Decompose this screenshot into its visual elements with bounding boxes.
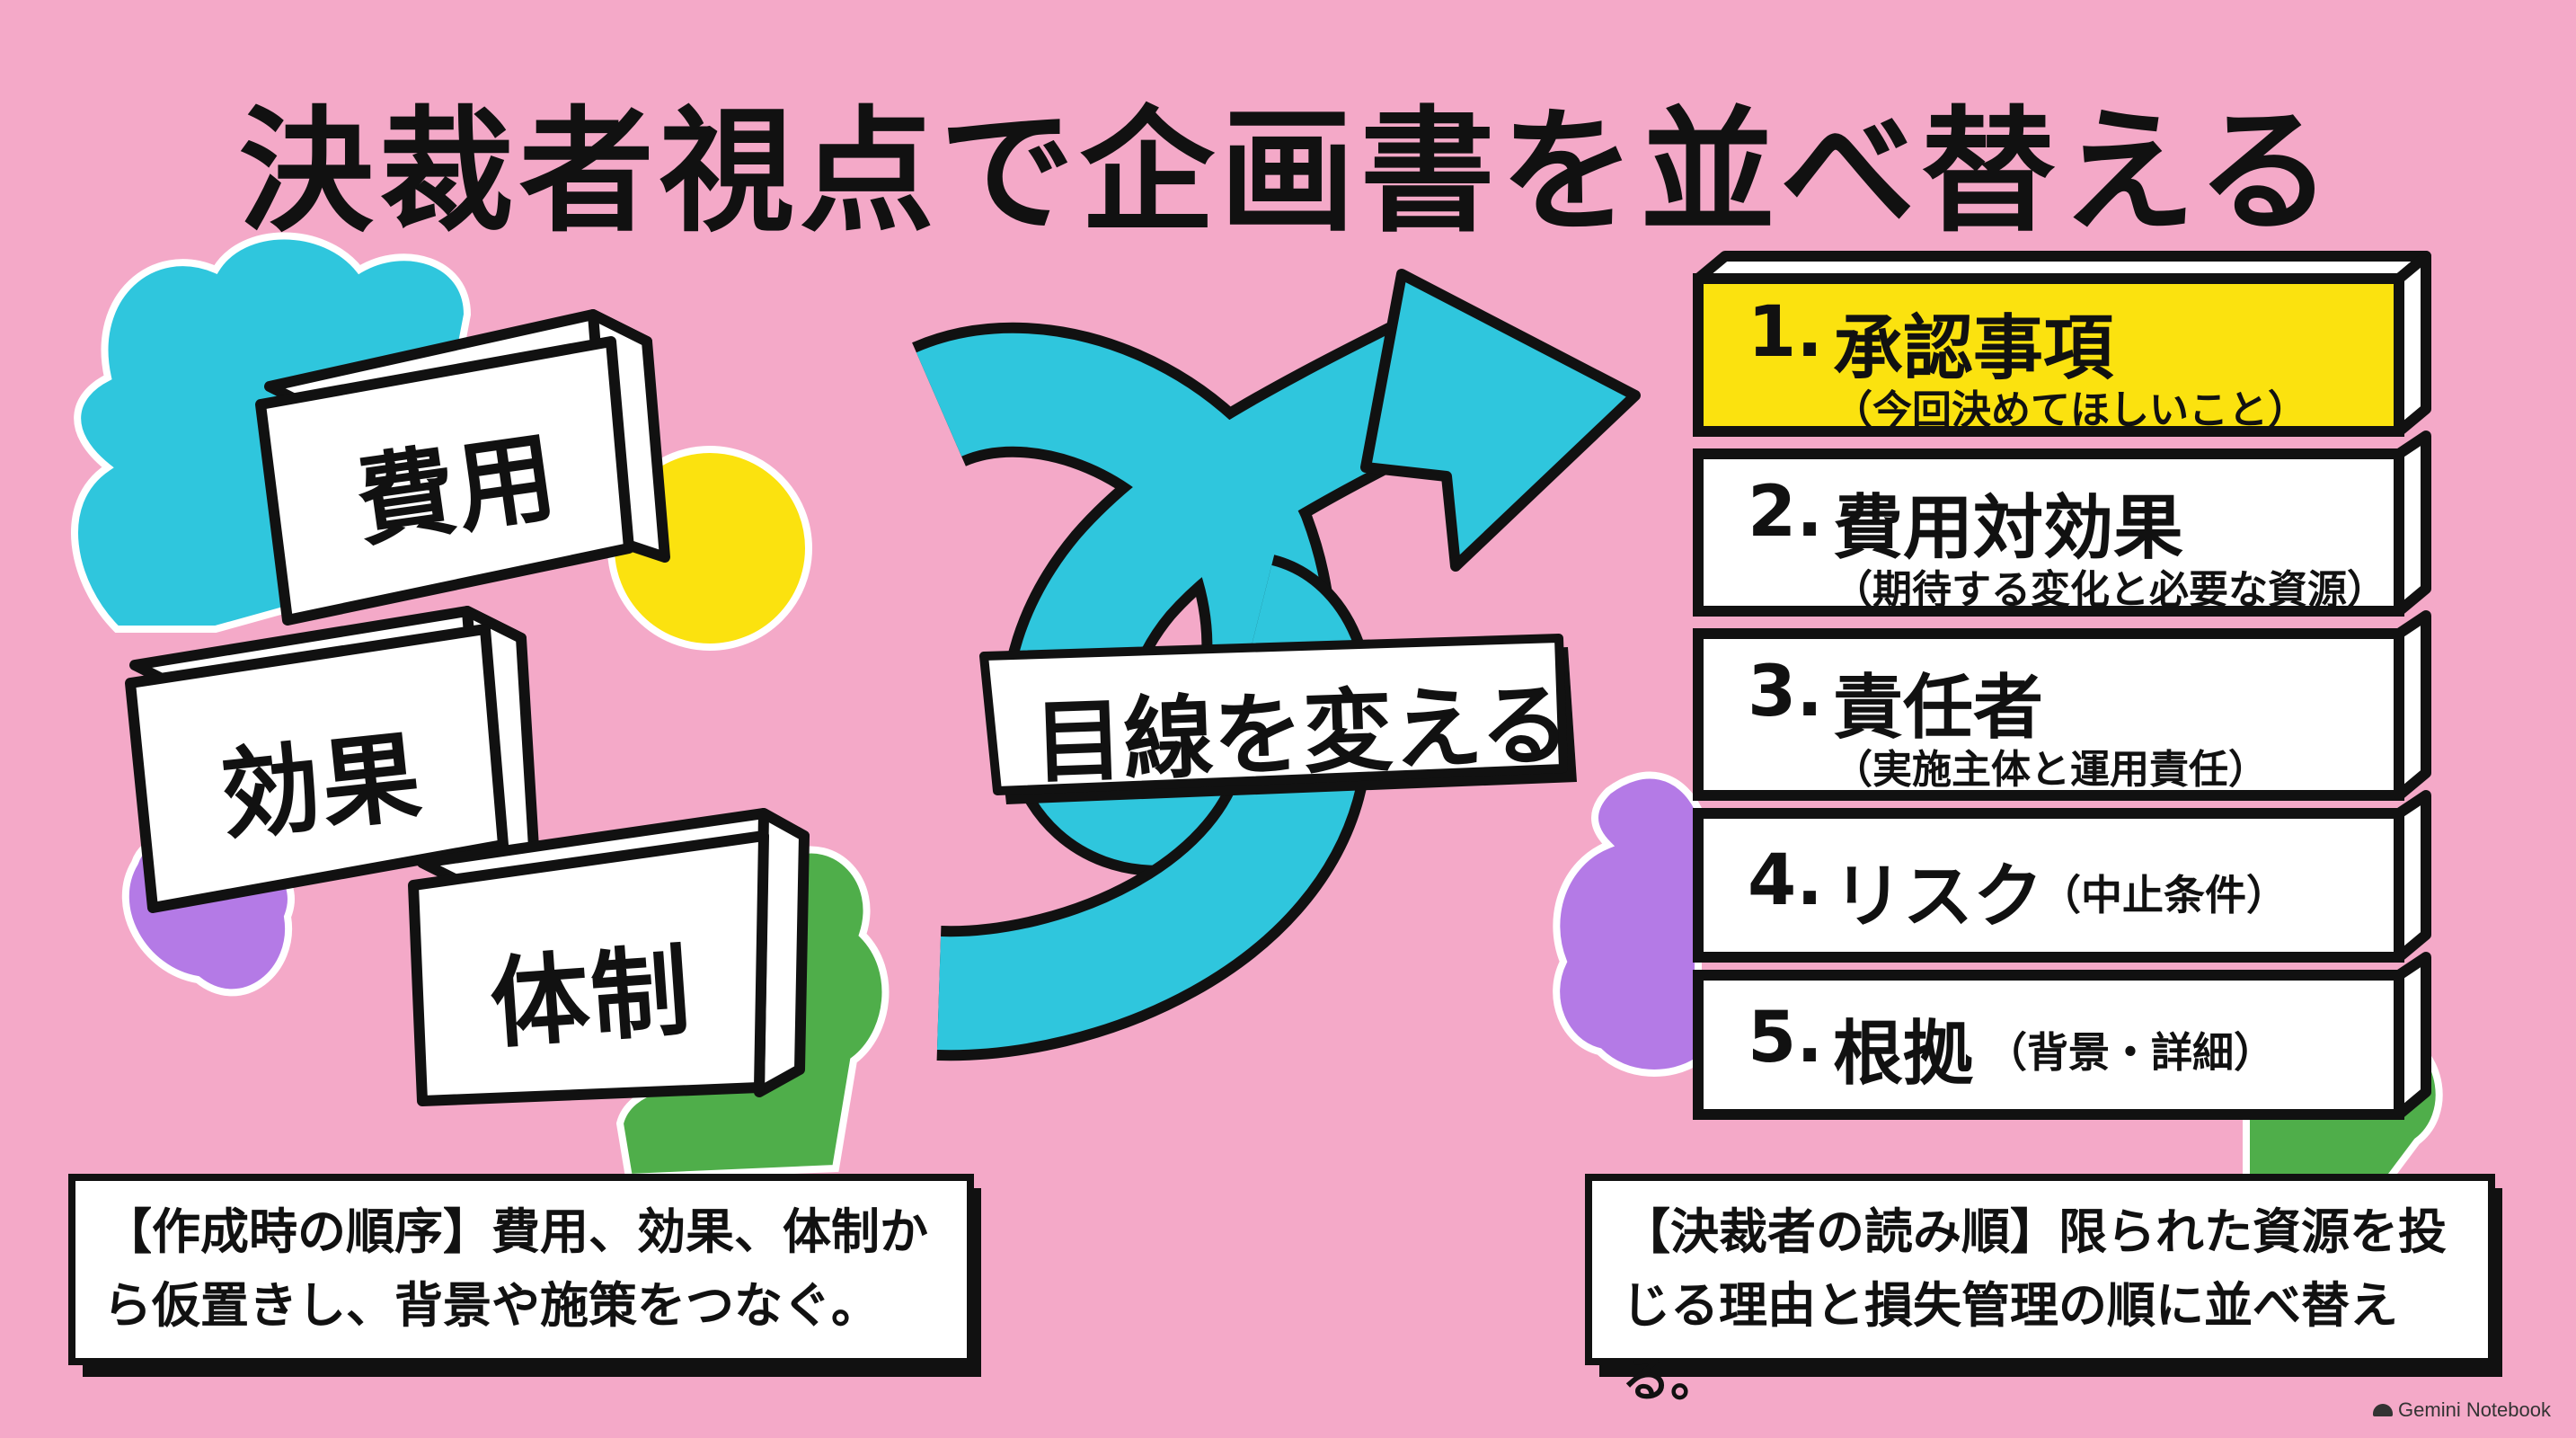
step-5-note: （背景・詳細） [1986, 1028, 2275, 1077]
step-box-5 [1693, 952, 2431, 1120]
step-3-title: 責任者 [1833, 668, 2044, 749]
step-box-3 [1693, 610, 2431, 801]
block-hiyou [255, 309, 670, 626]
twist-arrow [912, 269, 1641, 1061]
step-5-title: 根拠 [1833, 1014, 1974, 1095]
step-4-number: 4. [1748, 840, 1823, 921]
step-box-4 [1693, 790, 2431, 963]
block-label-kouka: 効果 [215, 718, 429, 855]
pivot-box [979, 634, 1577, 804]
note-left-text: 【作成時の順序】費用、効果、体制から仮置きし、背景や施策をつなぐ。 [103, 1203, 928, 1334]
block-label-taisei: 体制 [486, 933, 695, 1062]
block-label-hiyou: 費用 [349, 418, 565, 561]
step-3-subtitle: （実施主体と運用責任） [1833, 747, 2268, 793]
note-right-text: 【決裁者の読み順】限られた資源を投じる理由と損失管理の順に並べ替える。 [1622, 1203, 2447, 1407]
watermark-text: Gemini Notebook [2398, 1398, 2551, 1421]
step-box-2 [1693, 431, 2431, 617]
step-4-note: （中止条件） [2040, 871, 2288, 919]
step-2-number: 2. [1748, 472, 1823, 553]
block-kouka [125, 606, 540, 913]
step-4-title: リスク [1833, 857, 2044, 937]
step-1-title: 承認事項 [1833, 308, 2114, 389]
note-box-left [68, 1174, 981, 1377]
page-title: 決裁者視点で企画書を並べ替える [238, 94, 2338, 251]
step-stack [1693, 251, 2431, 1120]
arrow-head [1360, 269, 1641, 572]
notebook-icon [2373, 1404, 2394, 1416]
step-box-1 [1693, 251, 2431, 437]
step-1-number: 1. [1748, 292, 1823, 373]
step-3-number: 3. [1748, 652, 1823, 732]
step-2-subtitle: （期待する変化と必要な資源） [1833, 567, 2386, 613]
watermark: Gemini Notebook [2373, 1398, 2551, 1422]
pivot-label: 目線を変える [1031, 671, 1572, 796]
step-1-subtitle: （今回決めてほしいこと） [1833, 387, 2307, 433]
step-2-title: 費用対効果 [1833, 488, 2184, 569]
purple-blob-right [1553, 771, 1702, 1077]
note-box-right [1585, 1174, 2502, 1377]
step-5-number: 5. [1748, 998, 1823, 1078]
block-taisei [408, 808, 810, 1106]
